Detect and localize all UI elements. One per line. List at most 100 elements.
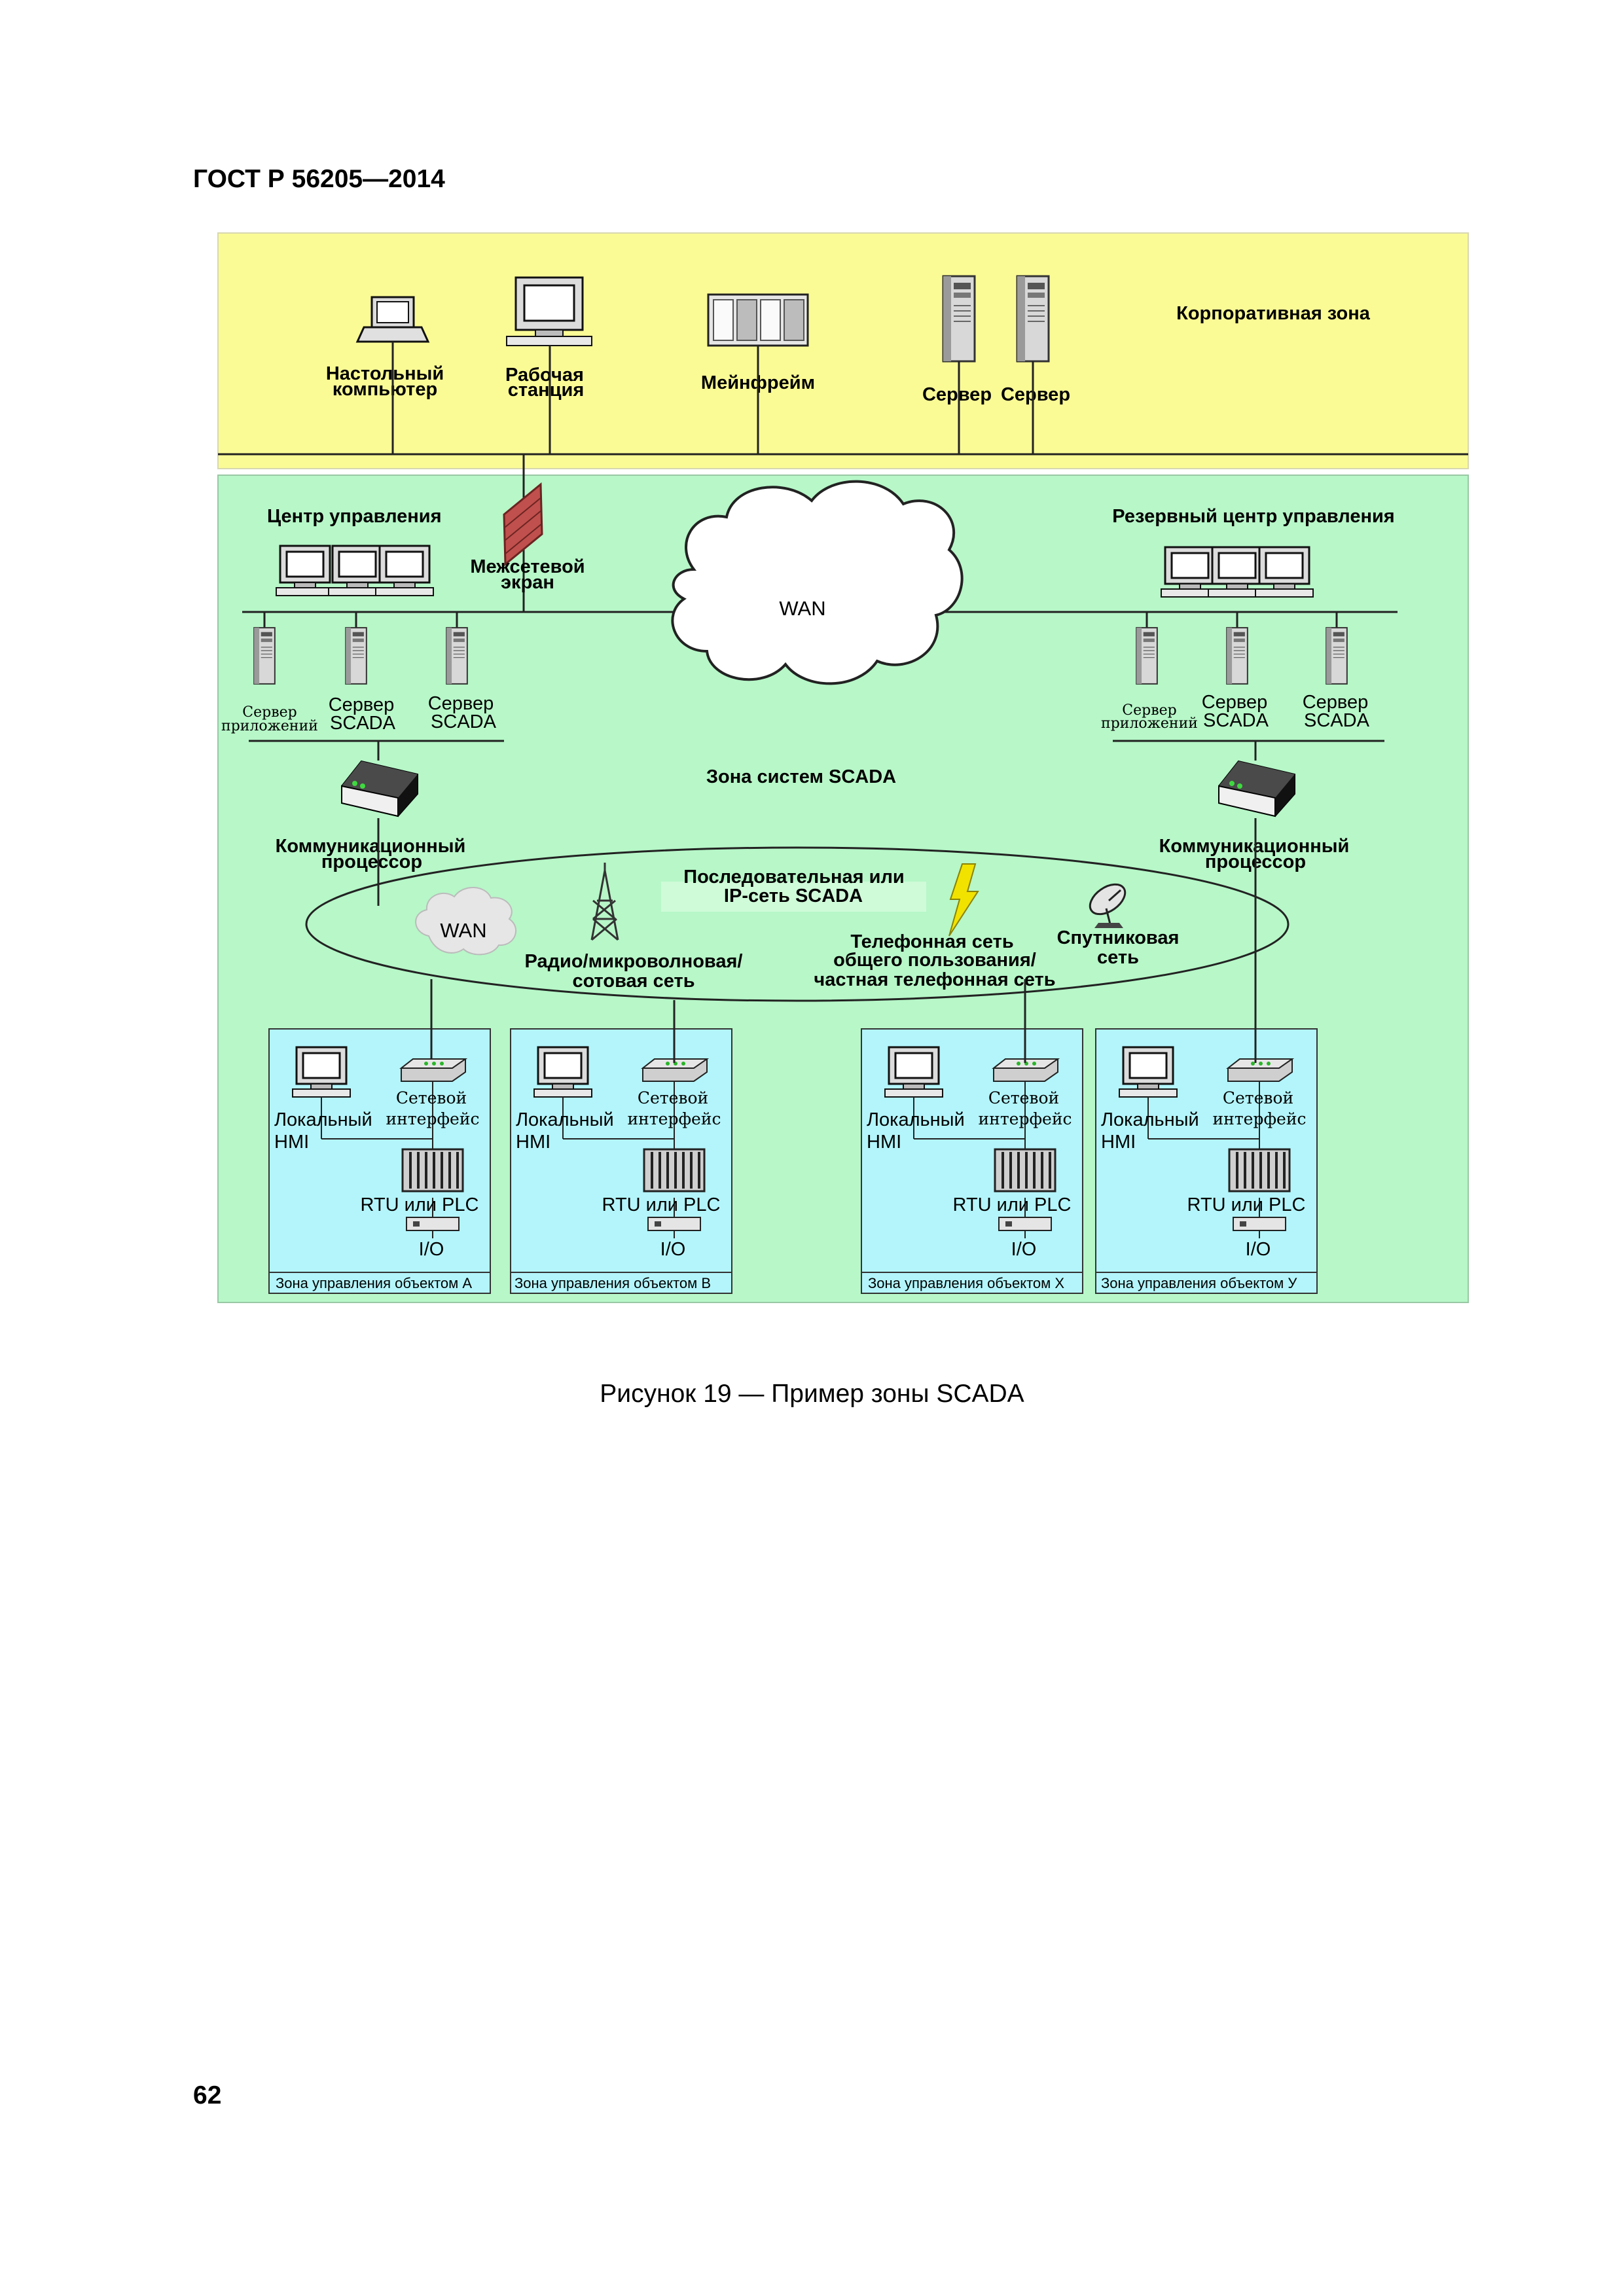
scada-network-ellipse <box>305 846 1290 1002</box>
desktop-computer-icon <box>355 296 430 343</box>
firewall-icon <box>503 482 543 567</box>
serial-network-label-2: IP-сеть SCADA <box>724 886 863 906</box>
site-x-hmi-icon <box>884 1046 944 1098</box>
site-u-hmi-label-2: HMI <box>1101 1132 1136 1153</box>
workstation-label-1: Рабочая <box>505 365 584 386</box>
control-app-server-label-2: приложений <box>221 718 318 734</box>
site-x-plc-icon <box>994 1148 1056 1193</box>
site-u-io-icon <box>1233 1217 1286 1231</box>
radio-tower-icon <box>590 863 619 941</box>
site-x-net-label-1: Сетевой <box>988 1088 1059 1107</box>
backup-center-monitor-3-icon <box>1254 546 1314 598</box>
backup-scada-server-1-label-2: SCADA <box>1203 710 1269 731</box>
control-comm-processor-label-2: процессор <box>321 852 422 872</box>
site-x-net-label-2: интерфейс <box>979 1109 1072 1128</box>
site-u-net-label-2: интерфейс <box>1213 1109 1307 1128</box>
wan-cloud <box>671 480 964 685</box>
site-a-zone-label: Зона управления объектом А <box>276 1275 472 1291</box>
corporate-server-1-icon <box>942 275 976 363</box>
phone-network-label-2: общего пользования/ <box>833 950 1036 971</box>
backup-scada-server-1-label-1: Сервер <box>1202 692 1268 713</box>
site-b-plc-icon <box>643 1148 706 1193</box>
document-header: ГОСТ Р 56205—2014 <box>193 165 445 193</box>
site-a-hmi-icon <box>291 1046 352 1098</box>
site-a-hmi-label-1: Локальный <box>274 1109 372 1130</box>
radio-network-label-1: Радио/микроволновая/ <box>525 951 743 972</box>
site-u-zone-label: Зона управления объектом У <box>1101 1275 1297 1291</box>
site-zone-x: Локальный HMI Сетевой интерфейс RTU или … <box>861 1028 1083 1294</box>
site-a-io-label: I/O <box>419 1239 444 1260</box>
firewall-label-2: экран <box>501 572 554 593</box>
backup-comm-processor-label-1: Коммуникационный <box>1159 836 1350 857</box>
site-b-net-label-1: Сетевой <box>638 1088 708 1107</box>
site-u-rtu-label: RTU или PLC <box>1187 1194 1306 1215</box>
mainframe-icon <box>707 293 809 347</box>
corporate-server-2-label: Сервер <box>1001 384 1070 405</box>
control-app-server-label-1: Сервер <box>242 704 297 721</box>
site-zone-a: Локальный HMI Сетевой интерфейс RTU или … <box>268 979 491 1294</box>
site-b-io-icon <box>647 1217 701 1231</box>
site-x-zone-label: Зона управления объектом Х <box>868 1275 1064 1291</box>
site-a-rtu-label: RTU или PLC <box>361 1194 479 1215</box>
control-scada-server-2-label-2: SCADA <box>431 711 497 732</box>
site-zone-b: Локальный HMI Сетевой интерфейс RTU или … <box>510 1028 732 1294</box>
site-u-io-label: I/O <box>1246 1239 1271 1260</box>
site-b-net-label-2: интерфейс <box>628 1109 721 1128</box>
site-a-plc-icon <box>401 1148 464 1193</box>
backup-scada-server-2-label-2: SCADA <box>1304 710 1370 731</box>
site-a-net-interface-icon <box>401 1058 466 1082</box>
firewall-label-1: Межсетевой <box>470 556 585 577</box>
site-b-hmi-icon <box>533 1046 593 1098</box>
phone-network-label-1: Телефонная сеть <box>850 931 1013 952</box>
control-scada-server-1-icon <box>345 627 367 685</box>
scada-zone-label: Зона систем SCADA <box>706 766 896 787</box>
corporate-zone-title: Корпоративная зона <box>1176 303 1371 324</box>
site-u-plc-icon <box>1228 1148 1291 1193</box>
workstation-label-2: станция <box>508 380 585 401</box>
corporate-zone <box>217 232 1469 469</box>
lightning-icon <box>948 863 979 937</box>
small-wan-cloud <box>415 887 517 956</box>
backup-scada-server-1-icon <box>1226 627 1248 685</box>
site-u-net-label-1: Сетевой <box>1223 1088 1293 1107</box>
site-b-rtu-label: RTU или PLC <box>602 1194 721 1215</box>
small-wan-label: WAN <box>440 919 486 942</box>
site-x-io-icon <box>998 1217 1052 1231</box>
site-a-net-label-1: Сетевой <box>396 1088 467 1107</box>
site-b-zone-label: Зона управления объектом В <box>514 1275 711 1291</box>
site-u-net-interface-icon <box>1227 1058 1293 1082</box>
backup-app-server-label-1: Сервер <box>1122 702 1176 719</box>
control-center-title: Центр управления <box>267 506 442 527</box>
site-x-hmi-label-1: Локальный <box>867 1109 965 1130</box>
phone-network-label-3: частная телефонная сеть <box>814 969 1055 990</box>
desktop-label-2: компьютер <box>333 379 437 400</box>
backup-app-server-label-2: приложений <box>1101 715 1198 732</box>
site-a-io-icon <box>406 1217 460 1231</box>
control-center-monitor-1-icon <box>275 545 335 597</box>
wan-cloud-label: WAN <box>779 597 825 620</box>
control-scada-server-1-label-1: Сервер <box>329 694 395 715</box>
desktop-label-1: Настольный <box>326 363 444 384</box>
control-app-server-icon <box>253 627 276 685</box>
site-x-hmi-label-2: HMI <box>867 1132 901 1153</box>
workstation-icon <box>506 276 592 346</box>
satellite-network-label-2: сеть <box>1097 947 1139 968</box>
site-b-hmi-label-2: HMI <box>516 1132 550 1153</box>
corporate-server-2-icon <box>1016 275 1050 363</box>
site-u-hmi-icon <box>1118 1046 1178 1098</box>
site-a-net-label-2: интерфейс <box>386 1109 480 1128</box>
backup-scada-server-2-label-1: Сервер <box>1303 692 1369 713</box>
site-b-hmi-label-1: Локальный <box>516 1109 614 1130</box>
page-number: 62 <box>193 2081 222 2109</box>
serial-network-label-1: Последовательная или <box>683 867 904 888</box>
control-comm-processor-label-1: Коммуникационный <box>276 836 466 857</box>
corporate-server-1-label: Сервер <box>922 384 992 405</box>
site-u-hmi-label-1: Локальный <box>1101 1109 1199 1130</box>
satellite-network-label-1: Спутниковая <box>1057 927 1180 948</box>
control-scada-server-2-icon <box>446 627 468 685</box>
control-scada-server-2-label-1: Сервер <box>428 693 494 714</box>
backup-scada-server-2-icon <box>1326 627 1348 685</box>
backup-center-title: Резервный центр управления <box>1112 506 1394 527</box>
control-scada-server-1-label-2: SCADA <box>330 713 396 734</box>
